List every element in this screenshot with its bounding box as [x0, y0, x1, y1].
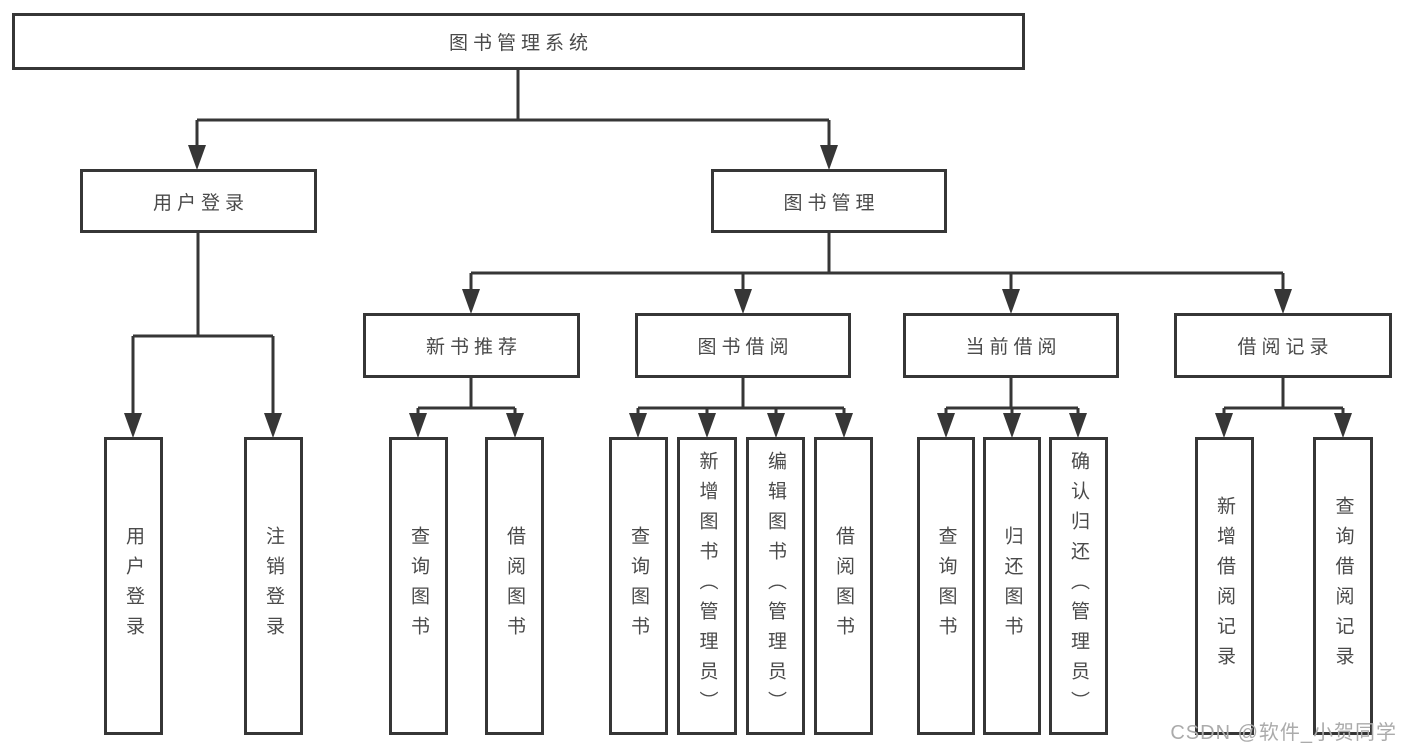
leaf-user-login: 用户登录 — [104, 437, 163, 735]
leaf-query-books-2-label: 查询图书 — [628, 526, 649, 646]
leaf-query-books-2: 查询图书 — [609, 437, 668, 735]
node-book-management: 图书管理 — [711, 169, 947, 233]
leaf-query-books-3-label: 查询图书 — [935, 526, 957, 646]
leaf-logout: 注销登录 — [244, 437, 303, 735]
node-root: 图书管理系统 — [12, 13, 1025, 70]
leaf-return-book: 归还图书 — [983, 437, 1041, 735]
leaf-logout-label: 注销登录 — [263, 526, 284, 646]
leaf-edit-book-admin: 编辑图书（管理员） — [746, 437, 805, 735]
watermark: CSDN @软件_小贺同学 — [1170, 722, 1397, 744]
node-new-book-recommend: 新书推荐 — [363, 313, 580, 378]
node-borrow-records-label: 借阅记录 — [1237, 337, 1334, 358]
leaf-confirm-return-admin: 确认归还（管理员） — [1049, 437, 1108, 735]
node-current-borrow: 当前借阅 — [903, 313, 1119, 378]
leaf-query-books-1-label: 查询图书 — [408, 526, 429, 646]
node-root-label: 图书管理系统 — [448, 33, 593, 54]
node-book-borrow: 图书借阅 — [635, 313, 851, 378]
leaf-edit-book-admin-label: 编辑图书（管理员） — [765, 451, 786, 721]
node-book-borrow-label: 图书借阅 — [697, 337, 794, 358]
node-current-borrow-label: 当前借阅 — [965, 337, 1062, 358]
leaf-add-borrow-record: 新增借阅记录 — [1195, 437, 1254, 735]
leaf-return-book-label: 归还图书 — [1001, 526, 1023, 646]
leaf-query-books-3: 查询图书 — [917, 437, 975, 735]
leaf-query-books-1: 查询图书 — [389, 437, 448, 735]
leaf-add-borrow-record-label: 新增借阅记录 — [1214, 496, 1235, 676]
node-user-login: 用户登录 — [80, 169, 317, 233]
leaf-query-borrow-record: 查询借阅记录 — [1313, 437, 1373, 735]
leaf-confirm-return-admin-label: 确认归还（管理员） — [1068, 451, 1089, 721]
leaf-add-book-admin-label: 新增图书（管理员） — [696, 451, 718, 721]
leaf-add-book-admin: 新增图书（管理员） — [677, 437, 737, 735]
node-book-management-label: 图书管理 — [783, 192, 880, 214]
leaf-borrow-books-2-label: 借阅图书 — [833, 526, 854, 646]
leaf-borrow-books-1: 借阅图书 — [485, 437, 544, 735]
leaf-query-borrow-record-label: 查询借阅记录 — [1332, 496, 1354, 676]
leaf-borrow-books-2: 借阅图书 — [814, 437, 873, 735]
node-borrow-records: 借阅记录 — [1174, 313, 1392, 378]
node-user-login-label: 用户登录 — [152, 192, 249, 214]
node-new-book-recommend-label: 新书推荐 — [425, 337, 522, 358]
leaf-user-login-label: 用户登录 — [123, 526, 144, 646]
leaf-borrow-books-1-label: 借阅图书 — [504, 526, 525, 646]
